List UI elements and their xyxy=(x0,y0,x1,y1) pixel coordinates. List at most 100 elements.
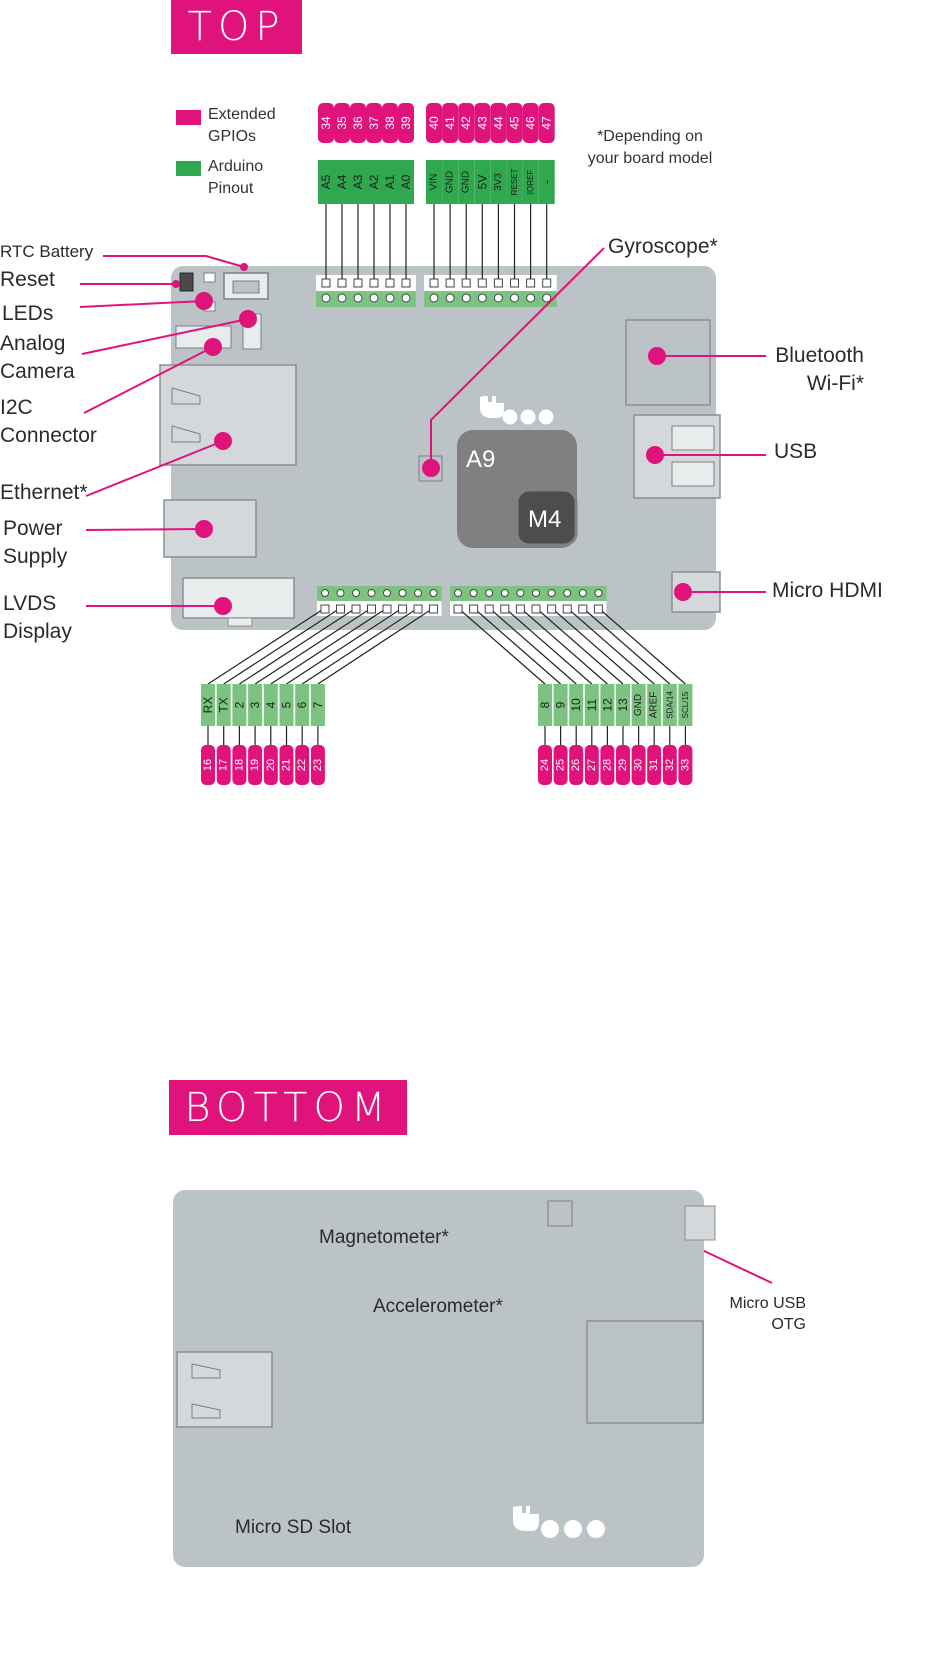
arduino-5V-tag xyxy=(474,160,491,204)
gpio-39-tag xyxy=(398,103,414,143)
pin-wire xyxy=(582,607,671,685)
header-strip xyxy=(316,275,416,291)
pin-hole xyxy=(532,589,540,597)
gpio-32-text: 32 xyxy=(664,759,676,771)
pin-hole xyxy=(562,604,572,614)
gpio-34-text: 34 xyxy=(319,116,333,130)
pin-hole xyxy=(493,278,503,288)
pin-hole xyxy=(353,293,363,303)
arduino-RX-text: RX xyxy=(201,697,215,714)
pin-hole xyxy=(321,293,331,303)
gpio-28-tag xyxy=(600,745,615,785)
gpio-23-tag xyxy=(310,745,325,785)
arduino-A5-tag xyxy=(318,160,334,204)
reset-label: Reset xyxy=(0,268,55,291)
power-supply-leader xyxy=(85,528,205,531)
gpio-16-tag xyxy=(201,745,215,785)
rtc-battery-marker xyxy=(240,263,248,271)
pin-wire xyxy=(457,607,546,685)
pin-hole xyxy=(516,589,525,597)
pin-wire xyxy=(520,607,608,685)
arduino-IOREF-text: IOREF xyxy=(526,170,535,195)
gpio-20-tag xyxy=(263,745,278,785)
gpio-46-text: 46 xyxy=(524,116,538,130)
magnetometer-label: Magnetometer* xyxy=(319,1227,449,1248)
gpio-35-tag xyxy=(334,103,350,143)
pin-hole xyxy=(429,293,439,303)
gpio-33-text: 33 xyxy=(679,759,691,771)
pin-wire xyxy=(223,607,341,685)
arduino-5-tag xyxy=(279,684,294,726)
pin-hole xyxy=(500,604,510,614)
leds-label: LEDs xyxy=(2,302,54,325)
arduino-11-tag xyxy=(584,684,599,726)
arduino-RESET-tag xyxy=(506,160,523,204)
arduino-3V3-tag xyxy=(490,160,507,204)
top-section-header: TOP xyxy=(171,0,302,54)
gpio-41-text: 41 xyxy=(443,116,457,130)
power-supply-marker xyxy=(195,520,213,538)
usb-marker xyxy=(646,446,664,464)
gpio-30-text: 30 xyxy=(633,759,645,771)
pin-hole xyxy=(369,293,379,303)
arduino-GND-text: GND xyxy=(445,171,456,193)
arduino-RX-tag xyxy=(201,684,215,726)
arduino-12-tag xyxy=(600,684,615,726)
gyroscope-label: Gyroscope* xyxy=(608,235,718,258)
pin-hole xyxy=(413,604,423,614)
pin-hole xyxy=(594,589,603,597)
pin-wire xyxy=(317,607,434,685)
gpio-23-text: 23 xyxy=(312,759,324,771)
gpio-20-text: 20 xyxy=(265,759,277,771)
gyroscope-leader xyxy=(430,247,605,468)
pin-hole xyxy=(526,293,536,303)
arduino-3-tag xyxy=(248,684,263,726)
gpio-42-text: 42 xyxy=(459,116,473,130)
gpio-43-tag xyxy=(474,103,491,143)
micro-hdmi-marker xyxy=(674,583,692,601)
pin-wire xyxy=(254,607,372,685)
arduino-7-text: 7 xyxy=(311,701,325,708)
pin-hole xyxy=(429,604,438,614)
pin-wire xyxy=(286,607,403,685)
gpio-27-text: 27 xyxy=(586,759,598,771)
pin-hole xyxy=(477,293,487,303)
pin-hole xyxy=(542,278,552,288)
gpio-44-text: 44 xyxy=(491,116,505,130)
arduino---text: - xyxy=(540,180,554,184)
gpio-21-text: 21 xyxy=(281,759,293,771)
pin-hole xyxy=(578,589,587,597)
pin-hole xyxy=(367,589,376,597)
power-supply-label: Power Supply xyxy=(3,517,68,568)
arduino-A3-tag xyxy=(350,160,366,204)
gpio-18-tag xyxy=(232,745,247,785)
micro-hdmi-label: Micro HDMI xyxy=(772,579,883,602)
pin-hole xyxy=(453,604,463,614)
accelerometer-label: Accelerometer* xyxy=(373,1296,503,1317)
pin-hole xyxy=(351,604,361,614)
arduino-VIN-text: VIN xyxy=(429,174,440,191)
pin-hole xyxy=(515,604,525,614)
analog-camera-leader xyxy=(81,318,249,355)
header-strip-green xyxy=(424,291,557,307)
pin-hole xyxy=(484,604,494,614)
analog-camera-marker xyxy=(239,310,257,328)
a9-chip-label: A9 xyxy=(466,446,495,473)
pin-hole xyxy=(382,604,392,614)
arduino-TX-text: TX xyxy=(217,697,231,712)
bluetooth-wifi-label: Bluetooth Wi-Fi* xyxy=(775,344,864,395)
arduino-A1-tag xyxy=(382,160,398,204)
gpio-24-tag xyxy=(538,745,552,785)
arduino-VIN-tag xyxy=(426,160,442,204)
extended-gpio-swatch xyxy=(176,110,201,125)
arduino-A3-text: A3 xyxy=(351,174,365,189)
gpio-22-text: 22 xyxy=(296,759,308,771)
pin-hole xyxy=(485,589,494,597)
gpio-40-tag xyxy=(426,103,442,143)
analog-camera-label: Analog Camera xyxy=(0,332,75,383)
pin-wire xyxy=(598,607,686,685)
top-board xyxy=(171,266,716,630)
gpio-26-text: 26 xyxy=(570,759,582,771)
ethernet-leader xyxy=(85,440,224,497)
pin-hole xyxy=(500,589,509,597)
